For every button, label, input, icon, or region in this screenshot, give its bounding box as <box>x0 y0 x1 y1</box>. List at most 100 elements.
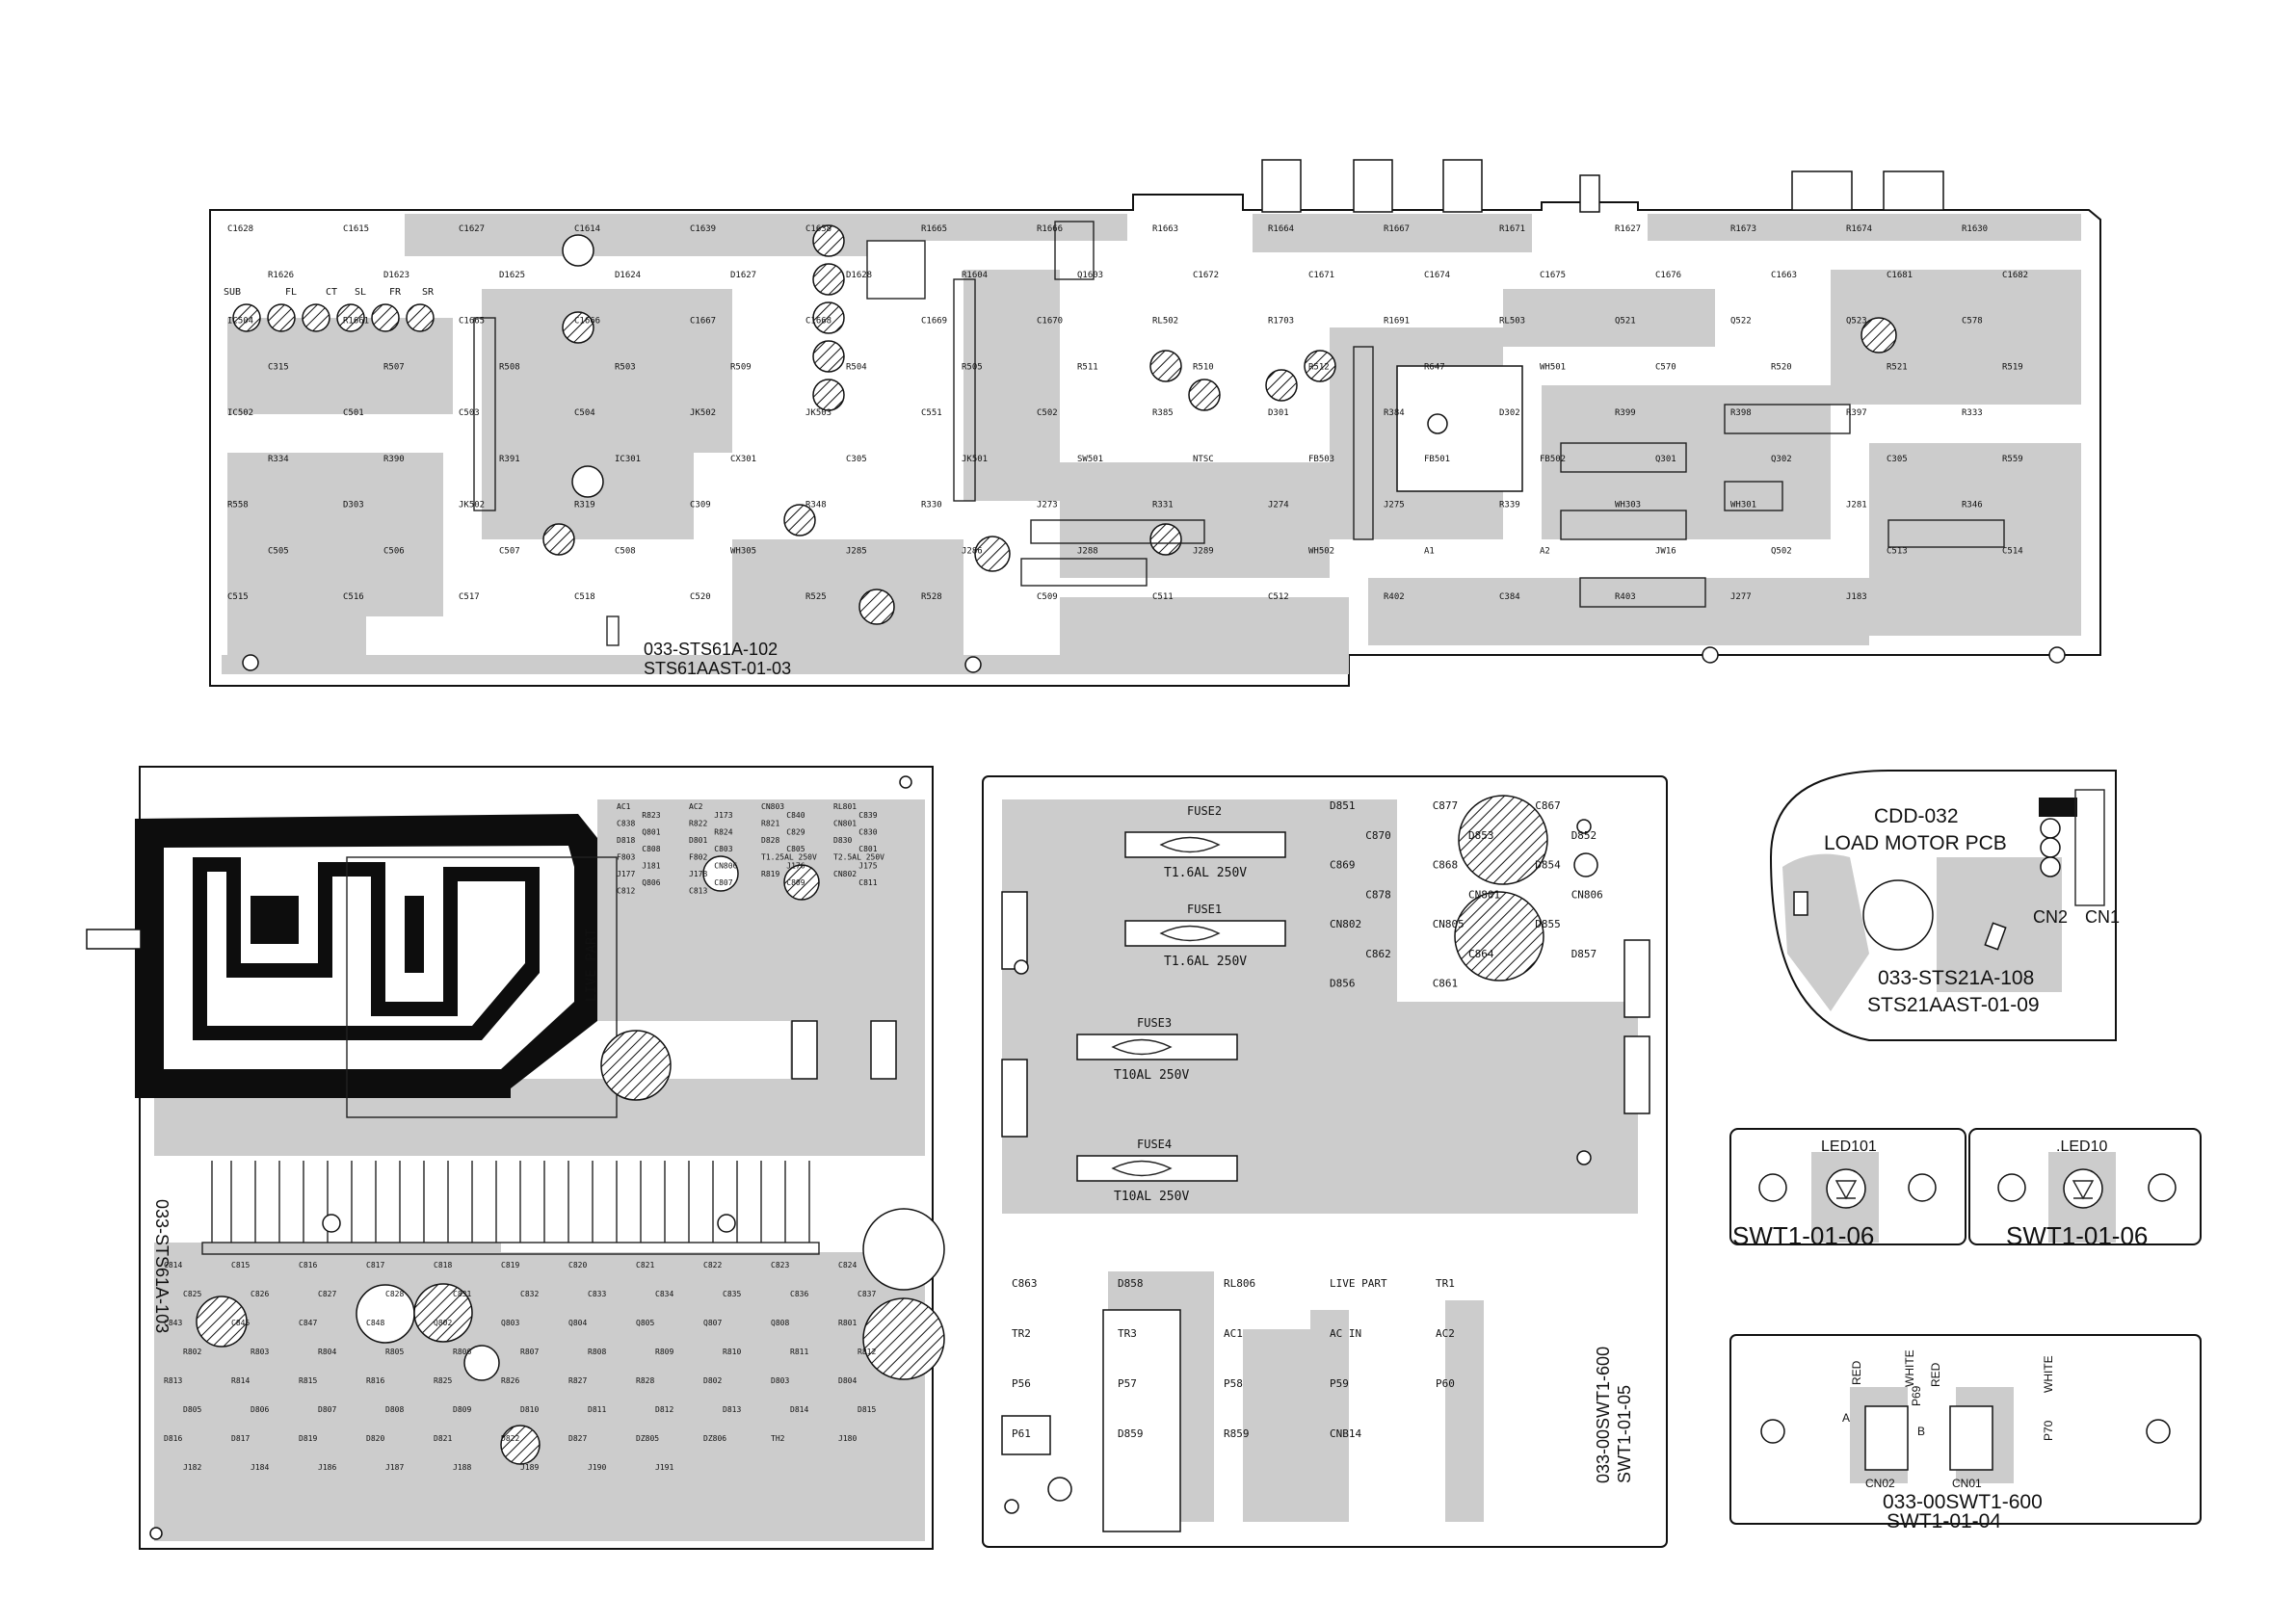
part-ref: R504 <box>846 362 867 372</box>
part-ref: R807 <box>520 1348 539 1356</box>
part-ref: C513 <box>1887 546 1908 556</box>
part-ref: R397 <box>1846 408 1867 418</box>
led-board-left: LED101 SWT1-01-06 <box>1729 1128 1966 1250</box>
part-ref: D803 <box>771 1376 789 1385</box>
part-ref: J177 <box>617 870 635 878</box>
part-ref: CN803 <box>761 802 784 811</box>
part-ref: R806 <box>453 1348 471 1356</box>
part-ref: D855 <box>1535 918 1561 930</box>
part-ref: D806 <box>251 1405 269 1414</box>
part-ref: D1625 <box>499 271 525 280</box>
part-ref: R334 <box>268 455 289 464</box>
part-ref: D812 <box>655 1405 673 1414</box>
part-ref: J186 <box>318 1463 336 1472</box>
part-ref: R521 <box>1887 362 1908 372</box>
part-ref: C862 <box>1365 948 1391 960</box>
part-ref: R811 <box>790 1348 808 1356</box>
part-ref: C1670 <box>1037 317 1063 327</box>
part-ref: C816 <box>299 1261 317 1270</box>
part-ref: C509 <box>1037 592 1058 602</box>
part-ref: A2 <box>1540 546 1550 556</box>
part-ref: C512 <box>1268 592 1289 602</box>
part-ref: C516 <box>343 592 364 602</box>
part-ref: R809 <box>655 1348 673 1356</box>
fuse-rating: T1.6AL 250V <box>1164 866 1247 880</box>
part-ref: C507 <box>499 546 520 556</box>
part-ref: D828 <box>761 836 779 845</box>
part-ref: IC502 <box>227 408 253 418</box>
part-ref: JK502 <box>459 501 485 510</box>
part-ref: D852 <box>1571 829 1597 842</box>
part-ref: C878 <box>1365 888 1391 901</box>
part-ref: AC1 <box>1224 1327 1243 1340</box>
part-ref: C863 <box>1012 1277 1038 1290</box>
part-ref: R803 <box>251 1348 269 1356</box>
part-ref: D805 <box>183 1405 201 1414</box>
part-ref: J178 <box>689 870 707 878</box>
part-ref: J180 <box>838 1434 857 1443</box>
part-ref: Q802 <box>434 1319 452 1327</box>
part-ref: CX301 <box>730 455 756 464</box>
part-ref: AC IN <box>1330 1327 1361 1340</box>
part-ref: TR2 <box>1012 1327 1031 1340</box>
part-ref: R384 <box>1384 408 1405 418</box>
part-ref: D854 <box>1535 859 1561 872</box>
fuse-name: FUSE4 <box>1137 1138 1172 1151</box>
power-board-code: 033-STS61A-103 <box>152 1199 172 1333</box>
part-ref: C830 <box>858 827 877 836</box>
part-ref: C828 <box>385 1290 404 1298</box>
led-right-code: SWT1-01-06 <box>2006 1221 2148 1250</box>
wire-board: RED WHITE RED P69 WHITE P70 A B CN02 CN0… <box>1729 1334 2202 1532</box>
part-ref: J273 <box>1037 501 1058 510</box>
fuse-rating: T10AL 250V <box>1114 1190 1189 1204</box>
part-ref: C1671 <box>1308 271 1334 280</box>
part-ref: J184 <box>251 1463 269 1472</box>
part-ref: CNB14 <box>1330 1427 1361 1440</box>
fuse-board-code: 033-00SWT1-600 <box>1594 1347 1613 1483</box>
part-ref: C504 <box>574 408 595 418</box>
part-ref: R512 <box>1308 362 1330 372</box>
part-ref: R1671 <box>1499 224 1525 234</box>
part-ref: D807 <box>318 1405 336 1414</box>
part-ref: C309 <box>690 501 711 510</box>
wire-white-left: WHITE <box>1903 1349 1916 1387</box>
part-ref: D808 <box>385 1405 404 1414</box>
part-ref: R1604 <box>962 271 988 280</box>
part-ref: R814 <box>231 1376 250 1385</box>
cdd-board-subcode: STS21AAST-01-09 <box>1867 994 2040 1016</box>
part-ref: J189 <box>520 1463 539 1472</box>
part-ref: J187 <box>385 1463 404 1472</box>
part-ref: J286 <box>962 546 983 556</box>
part-ref: C1614 <box>574 224 600 234</box>
part-ref: C870 <box>1365 829 1391 842</box>
part-ref: C508 <box>615 546 636 556</box>
part-ref: C861 <box>1433 978 1459 990</box>
part-ref: C1665 <box>459 317 485 327</box>
part-ref: R508 <box>499 362 520 372</box>
part-ref: R1661 <box>343 317 369 327</box>
part-ref: J183 <box>1846 592 1867 602</box>
part-ref: C1674 <box>1424 271 1450 280</box>
part-ref: WH502 <box>1308 546 1334 556</box>
part-ref: P59 <box>1330 1377 1349 1390</box>
part-ref: R1665 <box>921 224 947 234</box>
part-ref: R509 <box>730 362 752 372</box>
part-ref: FB503 <box>1308 455 1334 464</box>
part-ref: C840 <box>786 811 805 820</box>
part-ref: D820 <box>366 1434 384 1443</box>
part-ref: C517 <box>459 592 480 602</box>
part-ref: R804 <box>318 1348 336 1356</box>
part-ref: J274 <box>1268 501 1289 510</box>
part-ref: C838 <box>617 820 635 828</box>
part-ref: R348 <box>805 501 827 510</box>
part-ref: Q301 <box>1655 455 1676 464</box>
part-ref: C1667 <box>690 317 716 327</box>
part-ref: C501 <box>343 408 364 418</box>
part-ref: J277 <box>1730 592 1752 602</box>
part-ref: C505 <box>268 546 289 556</box>
part-ref: D302 <box>1499 408 1520 418</box>
part-ref: J281 <box>1846 501 1867 510</box>
part-ref: C578 <box>1962 317 1983 327</box>
